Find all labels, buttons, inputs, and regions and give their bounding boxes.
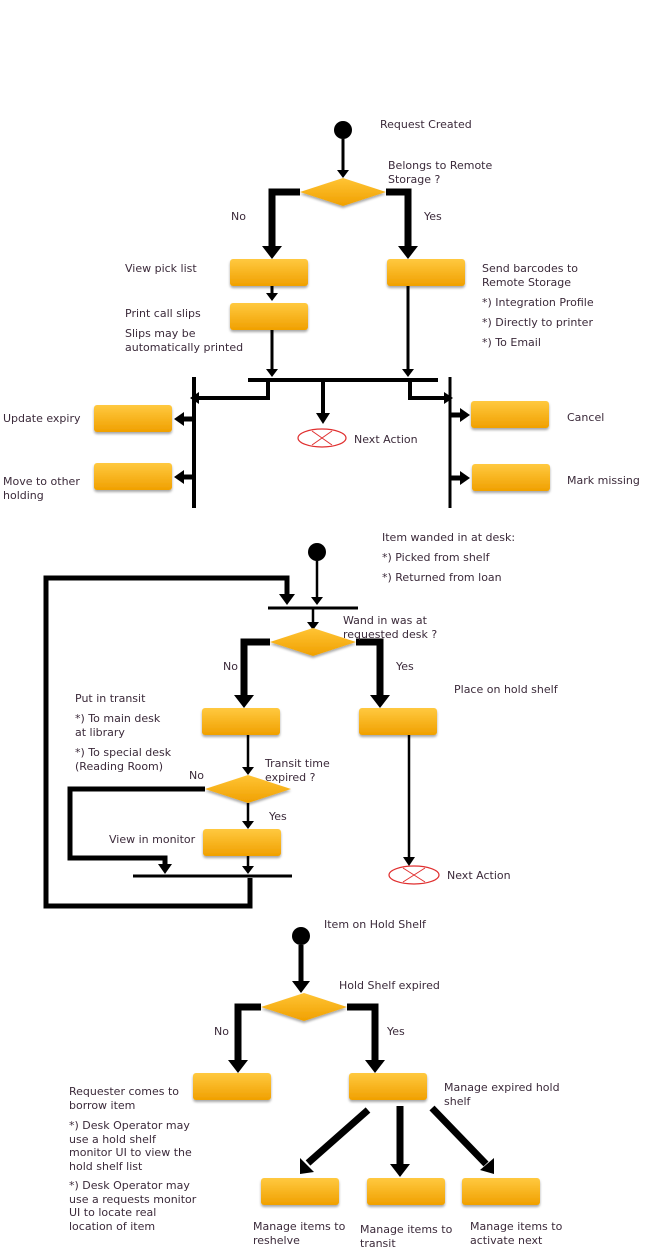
to-special-desk-label: *) To special desk (Reading Room) [75, 746, 172, 773]
transit-no-label: No [189, 769, 204, 782]
cancel-box [471, 401, 549, 428]
item-on-hold-shelf-label: Item on Hold Shelf [324, 918, 426, 931]
view-in-monitor-box [203, 829, 281, 856]
desk-operator-hold-label: *) Desk Operator may use a hold shelf mo… [69, 1119, 192, 1173]
request-created-label: Request Created [380, 118, 472, 131]
mark-missing-box [472, 464, 550, 491]
to-main-desk-label: *) To main desk at library [75, 712, 161, 739]
to-email-label: *) To Email [482, 336, 541, 349]
yes-label: Yes [396, 660, 414, 673]
mark-missing-label: Mark missing [567, 474, 640, 487]
picked-from-shelf-label: *) Picked from shelf [382, 551, 490, 564]
transit-expired-question-label: Transit time expired ? [265, 757, 330, 784]
place-on-hold-shelf-box [359, 708, 437, 735]
returned-from-loan-label: *) Returned from loan [382, 571, 502, 584]
remote-storage-question-label: Belongs to Remote Storage ? [388, 159, 493, 186]
section-2-item-wanded [43, 543, 440, 909]
desk-operator-requests-label: *) Desk Operator may use a requests moni… [69, 1179, 197, 1233]
cancel-label: Cancel [567, 411, 605, 424]
integration-profile-label: *) Integration Profile [482, 296, 594, 309]
no-label: No [223, 660, 238, 673]
end-node-icon [388, 865, 440, 885]
requested-desk-question-label: Wand in was at requested desk ? [343, 614, 438, 641]
directly-to-printer-label: *) Directly to printer [482, 316, 593, 329]
no-label: No [231, 210, 246, 223]
next-action-label: Next Action [447, 869, 511, 882]
section-3-hold-shelf [193, 927, 540, 1205]
manage-reshelve-label: Manage items to reshelve [253, 1220, 346, 1247]
yes-label: Yes [387, 1025, 405, 1038]
update-expiry-label: Update expiry [3, 412, 81, 425]
start-node-icon [292, 927, 310, 945]
slips-note-label: Slips may be automatically printed [125, 327, 244, 354]
print-call-slips-box [230, 303, 308, 330]
send-barcodes-box [387, 259, 465, 286]
view-pick-list-label: View pick list [125, 262, 197, 275]
update-expiry-box [94, 405, 172, 432]
put-in-transit-box [202, 708, 280, 735]
decision-transit-expired [205, 775, 291, 803]
manage-activate-box [462, 1178, 540, 1205]
section-1-request-created [94, 121, 550, 508]
manage-transit-box [367, 1178, 445, 1205]
decision-hold-shelf-expired [261, 993, 347, 1021]
move-holding-label: Move to other holding [3, 475, 80, 502]
end-node-icon [297, 428, 347, 448]
put-in-transit-label: Put in transit [75, 692, 146, 705]
manage-expired-label: Manage expired hold shelf [444, 1081, 560, 1108]
item-wanded-label: Item wanded in at desk: [382, 531, 516, 544]
requester-borrow-label: Requester comes to borrow item [69, 1085, 179, 1112]
view-pick-list-box [230, 259, 308, 286]
manage-expired-box [349, 1073, 427, 1100]
no-label: No [214, 1025, 229, 1038]
manage-transit-label: Manage items to transit [360, 1223, 453, 1250]
start-node-icon [308, 543, 326, 561]
send-barcodes-label: Send barcodes to Remote Storage [482, 262, 579, 289]
decision-remote-storage [300, 178, 386, 206]
decision-requested-desk [270, 628, 356, 656]
requester-borrow-box [193, 1073, 271, 1100]
next-action-label: Next Action [354, 433, 418, 446]
view-in-monitor-label: View in monitor [109, 833, 196, 846]
manage-reshelve-box [261, 1178, 339, 1205]
place-on-hold-shelf-label: Place on hold shelf [454, 683, 558, 696]
transit-yes-label: Yes [269, 810, 287, 823]
print-call-slips-label: Print call slips [125, 307, 201, 320]
yes-label: Yes [424, 210, 442, 223]
manage-activate-label: Manage items to activate next [470, 1220, 563, 1247]
move-holding-box [94, 463, 172, 490]
start-node-icon [334, 121, 352, 139]
hold-shelf-expired-label: Hold Shelf expired [339, 979, 440, 992]
